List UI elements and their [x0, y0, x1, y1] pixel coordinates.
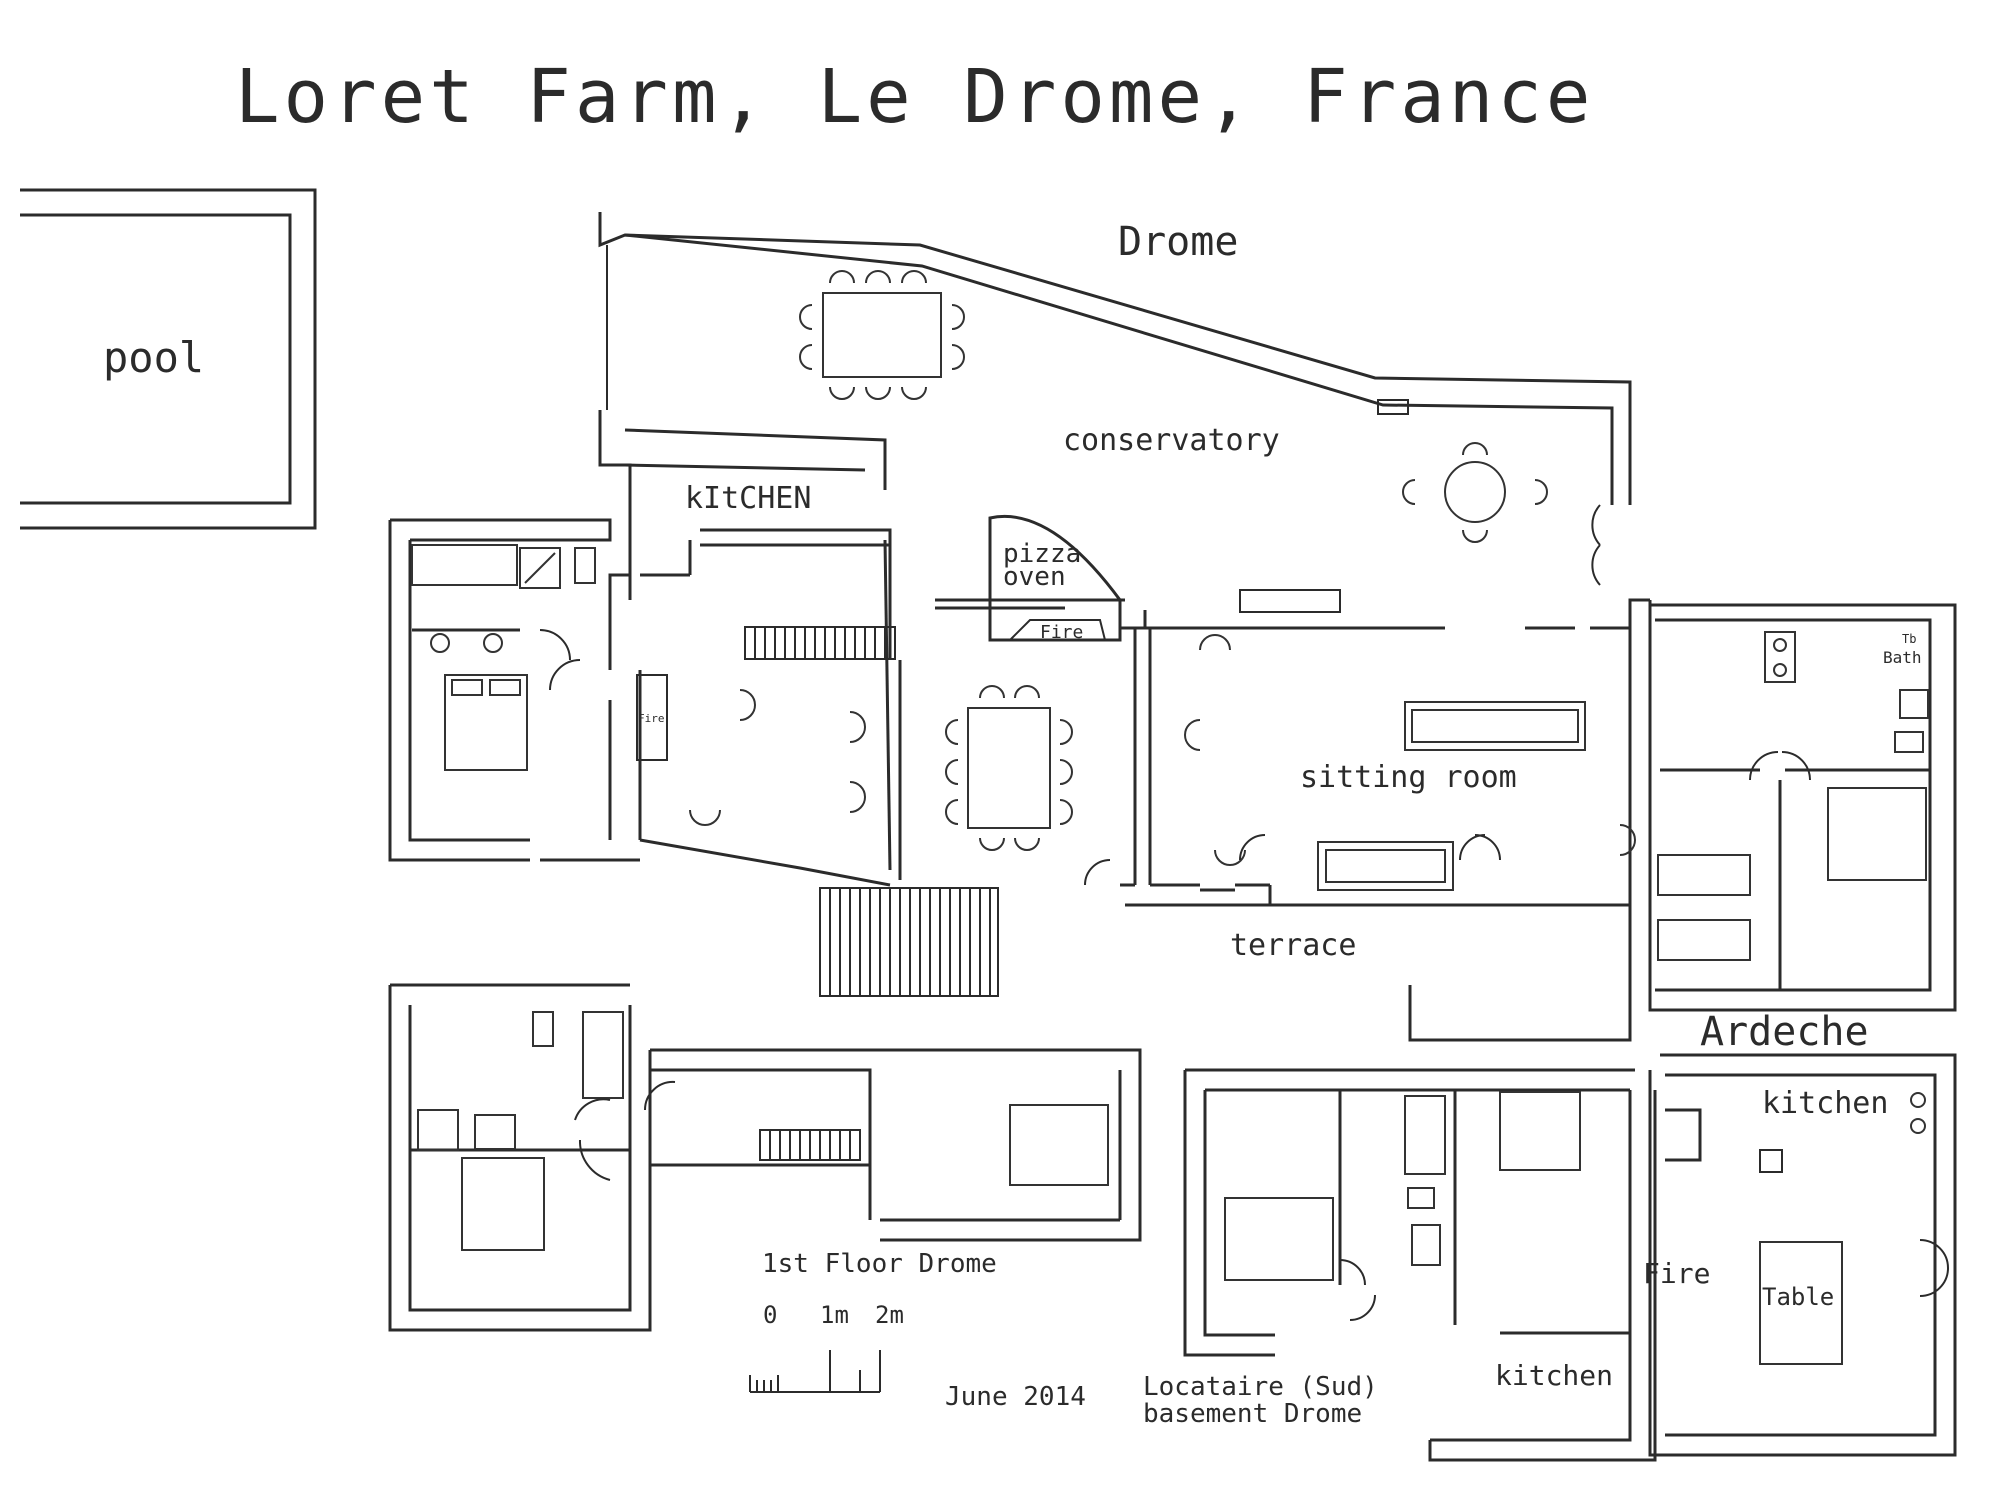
scale-2m-label: 2m: [875, 1301, 904, 1329]
kitchen-main-label: kItCHEN: [685, 481, 811, 516]
fire-oven-label: Fire: [1040, 622, 1083, 643]
sitting-room-sofa-bottom: [1317, 841, 1454, 891]
sitting-room-sofa-top: [1404, 701, 1586, 751]
sitting-room-label: sitting room: [1300, 760, 1517, 795]
plan-title: Loret Farm, Le Drome, France: [235, 54, 1594, 140]
scale-bar: [749, 1350, 881, 1393]
sitting-room-chairs: [1184, 634, 1636, 866]
first-floor-stair: [759, 1129, 861, 1161]
first-floor-beds: [461, 1104, 1109, 1251]
drome-label: Drome: [1118, 219, 1238, 265]
kitchen-basement-label: kitchen: [1495, 1359, 1613, 1392]
first-floor-walls: [388, 983, 1142, 1332]
main-bedroom-bed: [444, 674, 528, 771]
pizza-oven-label-2: oven: [1003, 562, 1066, 592]
main-bathroom: [411, 544, 596, 653]
terrace-steps: [819, 887, 999, 997]
main-house-walls: [388, 410, 1650, 985]
ardeche-label: Ardeche: [1700, 1009, 1869, 1055]
kitchen-stair: [744, 626, 896, 660]
fire-ardeche-label: Fire: [1643, 1257, 1710, 1290]
conservatory-label: conservatory: [1063, 423, 1280, 458]
pizza-oven: [940, 514, 1125, 642]
locataire-label-2: basement Drome: [1143, 1399, 1362, 1429]
ardeche-bathroom: [1764, 631, 1929, 753]
terrace-label: terrace: [1230, 928, 1356, 963]
locataire-label-1: Locataire (Sud): [1143, 1372, 1378, 1402]
table-label: Table: [1762, 1283, 1834, 1311]
bath-label-1: Tb: [1902, 632, 1916, 646]
ardeche-wing-walls: [1648, 600, 1957, 1012]
kitchen-chairs: [689, 689, 866, 826]
first-floor-label: 1st Floor Drome: [762, 1249, 997, 1279]
ardeche-kitchen-fixtures: [1759, 1092, 1926, 1365]
terrace-walls: [1125, 885, 1632, 1042]
fire-small-label: Fire: [638, 712, 665, 725]
kitchen-ardeche-label: kitchen: [1762, 1086, 1888, 1121]
dining-table: [945, 685, 1073, 851]
pool-outline: [20, 188, 317, 530]
door-swings: [539, 504, 1949, 1321]
bath-label-2: Bath: [1883, 648, 1922, 667]
basement-fixtures: [1224, 1091, 1581, 1281]
conservatory-round-table: [1402, 442, 1548, 543]
conservatory-dining-table: [799, 270, 965, 400]
first-floor-bathroom: [417, 1011, 624, 1151]
ardeche-kitchen-walls: [1648, 1053, 1957, 1457]
ardeche-beds: [1657, 787, 1927, 961]
pizza-oven-label-1: pizza: [1003, 539, 1081, 569]
conservatory-walls: [598, 212, 1632, 505]
scale-1m-label: 1m: [820, 1301, 849, 1329]
kitchen-fireplace: [636, 674, 668, 761]
basement-walls: [1183, 1068, 1657, 1462]
pool-label: pool: [103, 333, 204, 382]
scale-0-label: 0: [763, 1301, 777, 1329]
date-label: June 2014: [945, 1382, 1086, 1412]
